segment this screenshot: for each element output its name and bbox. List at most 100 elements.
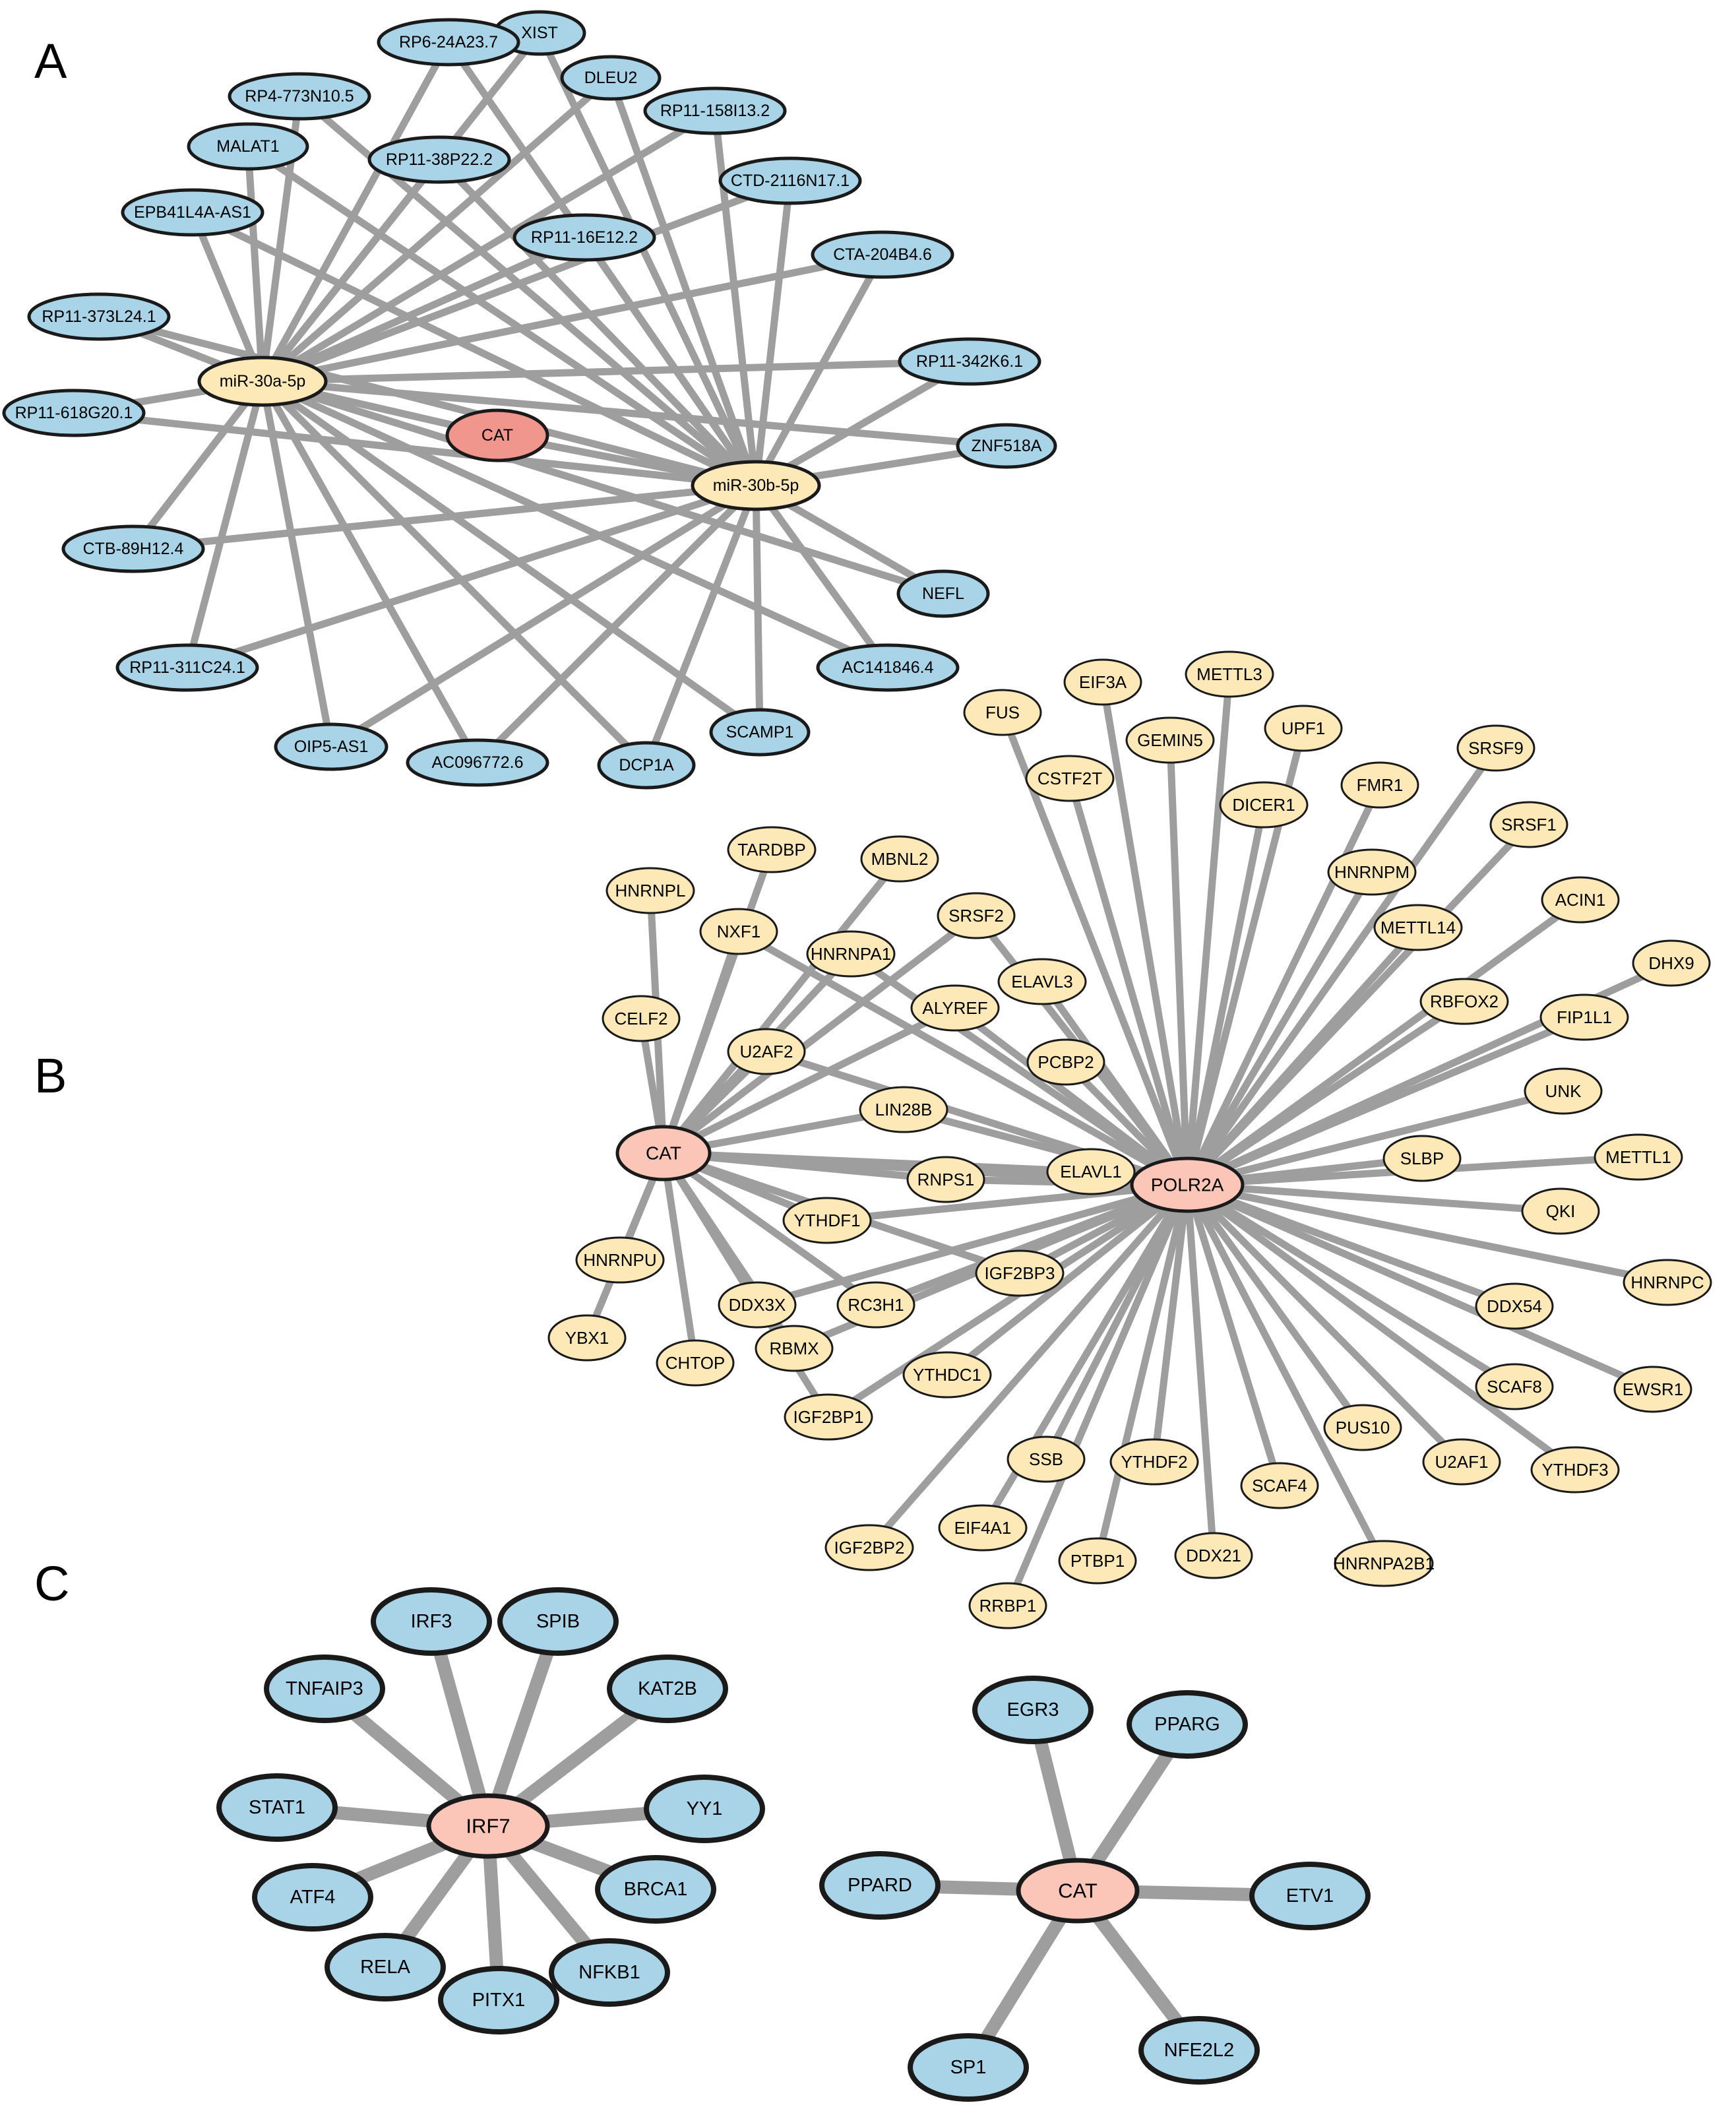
node-a-nefl[interactable]: NEFL bbox=[896, 569, 990, 618]
node-a-mir-30a-5p[interactable]: miR-30a-5p bbox=[197, 356, 328, 407]
node-a-rp11-311c24-1[interactable]: RP11-311C24.1 bbox=[115, 643, 259, 692]
node-b-elavl1[interactable]: ELAVL1 bbox=[1046, 1148, 1136, 1195]
node-b-unk[interactable]: UNK bbox=[1524, 1067, 1603, 1115]
node-b-ptbp1[interactable]: PTBP1 bbox=[1058, 1537, 1137, 1585]
node-c-atf4[interactable]: ATF4 bbox=[252, 1863, 373, 1932]
node-b-igf2bp1[interactable]: IGF2BP1 bbox=[784, 1393, 873, 1441]
node-b-eif3a[interactable]: EIF3A bbox=[1063, 658, 1142, 706]
node-a-cat[interactable]: CAT bbox=[445, 408, 549, 462]
node-a-ac141846-4[interactable]: AC141846.4 bbox=[816, 643, 960, 692]
node-b-acin1[interactable]: ACIN1 bbox=[1541, 876, 1620, 924]
node-b-igf2bp3[interactable]: IGF2BP3 bbox=[975, 1249, 1065, 1297]
node-b-hnrnpu[interactable]: HNRNPU bbox=[575, 1236, 665, 1284]
node-c-irf3[interactable]: IRF3 bbox=[371, 1587, 492, 1656]
node-a-scamp1[interactable]: SCAMP1 bbox=[709, 708, 811, 757]
node-b-u2af1[interactable]: U2AF1 bbox=[1422, 1438, 1501, 1486]
node-b-mettl1[interactable]: METTL1 bbox=[1594, 1133, 1683, 1181]
node-b-ythdf2[interactable]: YTHDF2 bbox=[1109, 1438, 1199, 1486]
node-a-rp11-38p22-2[interactable]: RP11-38P22.2 bbox=[367, 135, 511, 184]
node-b-eif4a1[interactable]: EIF4A1 bbox=[938, 1504, 1028, 1552]
node-b-alyref[interactable]: ALYREF bbox=[910, 984, 1000, 1032]
node-b-upf1[interactable]: UPF1 bbox=[1264, 705, 1343, 752]
node-c-sp1[interactable]: SP1 bbox=[908, 2033, 1029, 2102]
node-b-ybx1[interactable]: YBX1 bbox=[547, 1314, 627, 1362]
node-a-rp11-16e12-2[interactable]: RP11-16E12.2 bbox=[512, 213, 656, 262]
node-b-tardbp[interactable]: TARDBP bbox=[727, 826, 817, 873]
node-b-dicer1[interactable]: DICER1 bbox=[1219, 781, 1309, 829]
node-b-pus10[interactable]: PUS10 bbox=[1323, 1404, 1402, 1451]
node-b-ddx3x[interactable]: DDX3X bbox=[718, 1281, 797, 1329]
node-a-malat1[interactable]: MALAT1 bbox=[187, 122, 309, 171]
node-b-ythdc1[interactable]: YTHDC1 bbox=[902, 1351, 992, 1399]
node-b-nxf1[interactable]: NXF1 bbox=[699, 908, 778, 955]
node-a-ctd-2116n17-1[interactable]: CTD-2116N17.1 bbox=[718, 156, 862, 205]
node-b-gemin5[interactable]: GEMIN5 bbox=[1125, 716, 1215, 764]
node-b-pcbp2[interactable]: PCBP2 bbox=[1026, 1038, 1105, 1086]
node-b-mbnl2[interactable]: MBNL2 bbox=[860, 835, 939, 883]
node-b-dhx9[interactable]: DHX9 bbox=[1632, 939, 1711, 987]
node-b-rbmx[interactable]: RBMX bbox=[755, 1325, 834, 1372]
node-a-epb41l4a-as1[interactable]: EPB41L4A-AS1 bbox=[121, 188, 264, 237]
node-a-rp11-342k6-1[interactable]: RP11-342K6.1 bbox=[898, 337, 1041, 386]
node-b-hnrnpa2b1[interactable]: HNRNPA2B1 bbox=[1333, 1540, 1435, 1587]
node-a-oip5-as1[interactable]: OIP5-AS1 bbox=[274, 722, 388, 771]
node-c-etv1[interactable]: ETV1 bbox=[1249, 1862, 1371, 1930]
node-b-lin28b[interactable]: LIN28B bbox=[859, 1086, 948, 1133]
node-b-ythdf3[interactable]: YTHDF3 bbox=[1530, 1446, 1620, 1494]
node-b-polr2a[interactable]: POLR2A bbox=[1130, 1156, 1245, 1213]
node-a-dleu2[interactable]: DLEU2 bbox=[560, 55, 662, 101]
node-b-slbp[interactable]: SLBP bbox=[1382, 1135, 1462, 1182]
node-c-egr3[interactable]: EGR3 bbox=[972, 1676, 1094, 1744]
node-c-kat2b[interactable]: KAT2B bbox=[607, 1654, 728, 1723]
node-b-cstf2t[interactable]: CSTF2T bbox=[1025, 755, 1115, 802]
node-c-ppard[interactable]: PPARD bbox=[819, 1851, 941, 1920]
node-b-mettl3[interactable]: METTL3 bbox=[1185, 650, 1274, 698]
node-b-celf2[interactable]: CELF2 bbox=[602, 995, 681, 1042]
node-b-scaf4[interactable]: SCAF4 bbox=[1240, 1462, 1319, 1509]
node-c-pparg[interactable]: PPARG bbox=[1127, 1690, 1248, 1759]
node-b-fus[interactable]: FUS bbox=[963, 689, 1042, 736]
node-c-pitx1[interactable]: PITX1 bbox=[438, 1966, 559, 2034]
node-b-fmr1[interactable]: FMR1 bbox=[1340, 761, 1419, 809]
node-b-hnrnpm[interactable]: HNRNPM bbox=[1327, 848, 1417, 896]
node-c-spib[interactable]: SPIB bbox=[497, 1587, 619, 1656]
node-a-ac096772-6[interactable]: AC096772.6 bbox=[406, 738, 549, 787]
node-c-stat1[interactable]: STAT1 bbox=[216, 1773, 338, 1842]
node-b-ddx54[interactable]: DDX54 bbox=[1475, 1282, 1554, 1330]
node-b-chtop[interactable]: CHTOP bbox=[656, 1339, 735, 1387]
node-c-tnfaip3[interactable]: TNFAIP3 bbox=[264, 1654, 385, 1723]
node-b-hnrnpc[interactable]: HNRNPC bbox=[1623, 1259, 1712, 1306]
node-b-rrbp1[interactable]: RRBP1 bbox=[968, 1582, 1047, 1629]
node-a-ctb-89h12-4[interactable]: CTB-89H12.4 bbox=[61, 524, 205, 573]
node-b-ewsr1[interactable]: EWSR1 bbox=[1613, 1366, 1692, 1413]
node-a-cta-204b4-6[interactable]: CTA-204B4.6 bbox=[811, 230, 954, 279]
node-a-mir-30b-5p[interactable]: miR-30b-5p bbox=[691, 460, 821, 511]
node-a-rp6-24a23-7[interactable]: RP6-24A23.7 bbox=[377, 18, 520, 67]
node-b-cat[interactable]: CAT bbox=[615, 1125, 712, 1182]
node-b-ddx21[interactable]: DDX21 bbox=[1174, 1532, 1253, 1579]
node-c-hub-irf7[interactable]: IRF7 bbox=[426, 1793, 550, 1859]
node-b-scaf8[interactable]: SCAF8 bbox=[1475, 1363, 1554, 1410]
node-b-rnps1[interactable]: RNPS1 bbox=[906, 1156, 985, 1203]
node-c-yy1[interactable]: YY1 bbox=[644, 1775, 765, 1843]
node-b-ssb[interactable]: SSB bbox=[1007, 1435, 1086, 1483]
node-a-rp4-773n10-5[interactable]: RP4-773N10.5 bbox=[228, 72, 371, 121]
node-b-rc3h1[interactable]: RC3H1 bbox=[836, 1281, 915, 1329]
node-a-rp11-618g20-1[interactable]: RP11-618G20.1 bbox=[2, 389, 146, 437]
node-b-qki[interactable]: QKI bbox=[1521, 1187, 1600, 1235]
node-c-hub-cat[interactable]: CAT bbox=[1016, 1858, 1140, 1924]
node-c-rela[interactable]: RELA bbox=[325, 1933, 446, 2001]
node-b-igf2bp2[interactable]: IGF2BP2 bbox=[824, 1524, 914, 1571]
node-b-u2af2[interactable]: U2AF2 bbox=[727, 1028, 806, 1075]
node-b-srsf2[interactable]: SRSF2 bbox=[937, 892, 1016, 939]
node-c-nfe2l2[interactable]: NFE2L2 bbox=[1138, 2016, 1260, 2085]
node-b-srsf9[interactable]: SRSF9 bbox=[1456, 724, 1535, 772]
node-c-nfkb1[interactable]: NFKB1 bbox=[549, 1938, 670, 2007]
node-a-rp11-373l24-1[interactable]: RP11-373L24.1 bbox=[27, 292, 171, 341]
node-a-rp11-158i13-2[interactable]: RP11-158I13.2 bbox=[643, 86, 787, 135]
node-b-hnrnpl[interactable]: HNRNPL bbox=[605, 867, 695, 914]
node-c-brca1[interactable]: BRCA1 bbox=[595, 1855, 716, 1924]
node-b-fip1l1[interactable]: FIP1L1 bbox=[1539, 993, 1629, 1041]
node-b-rbfox2[interactable]: RBFOX2 bbox=[1419, 978, 1509, 1025]
node-a-dcp1a[interactable]: DCP1A bbox=[597, 741, 696, 790]
